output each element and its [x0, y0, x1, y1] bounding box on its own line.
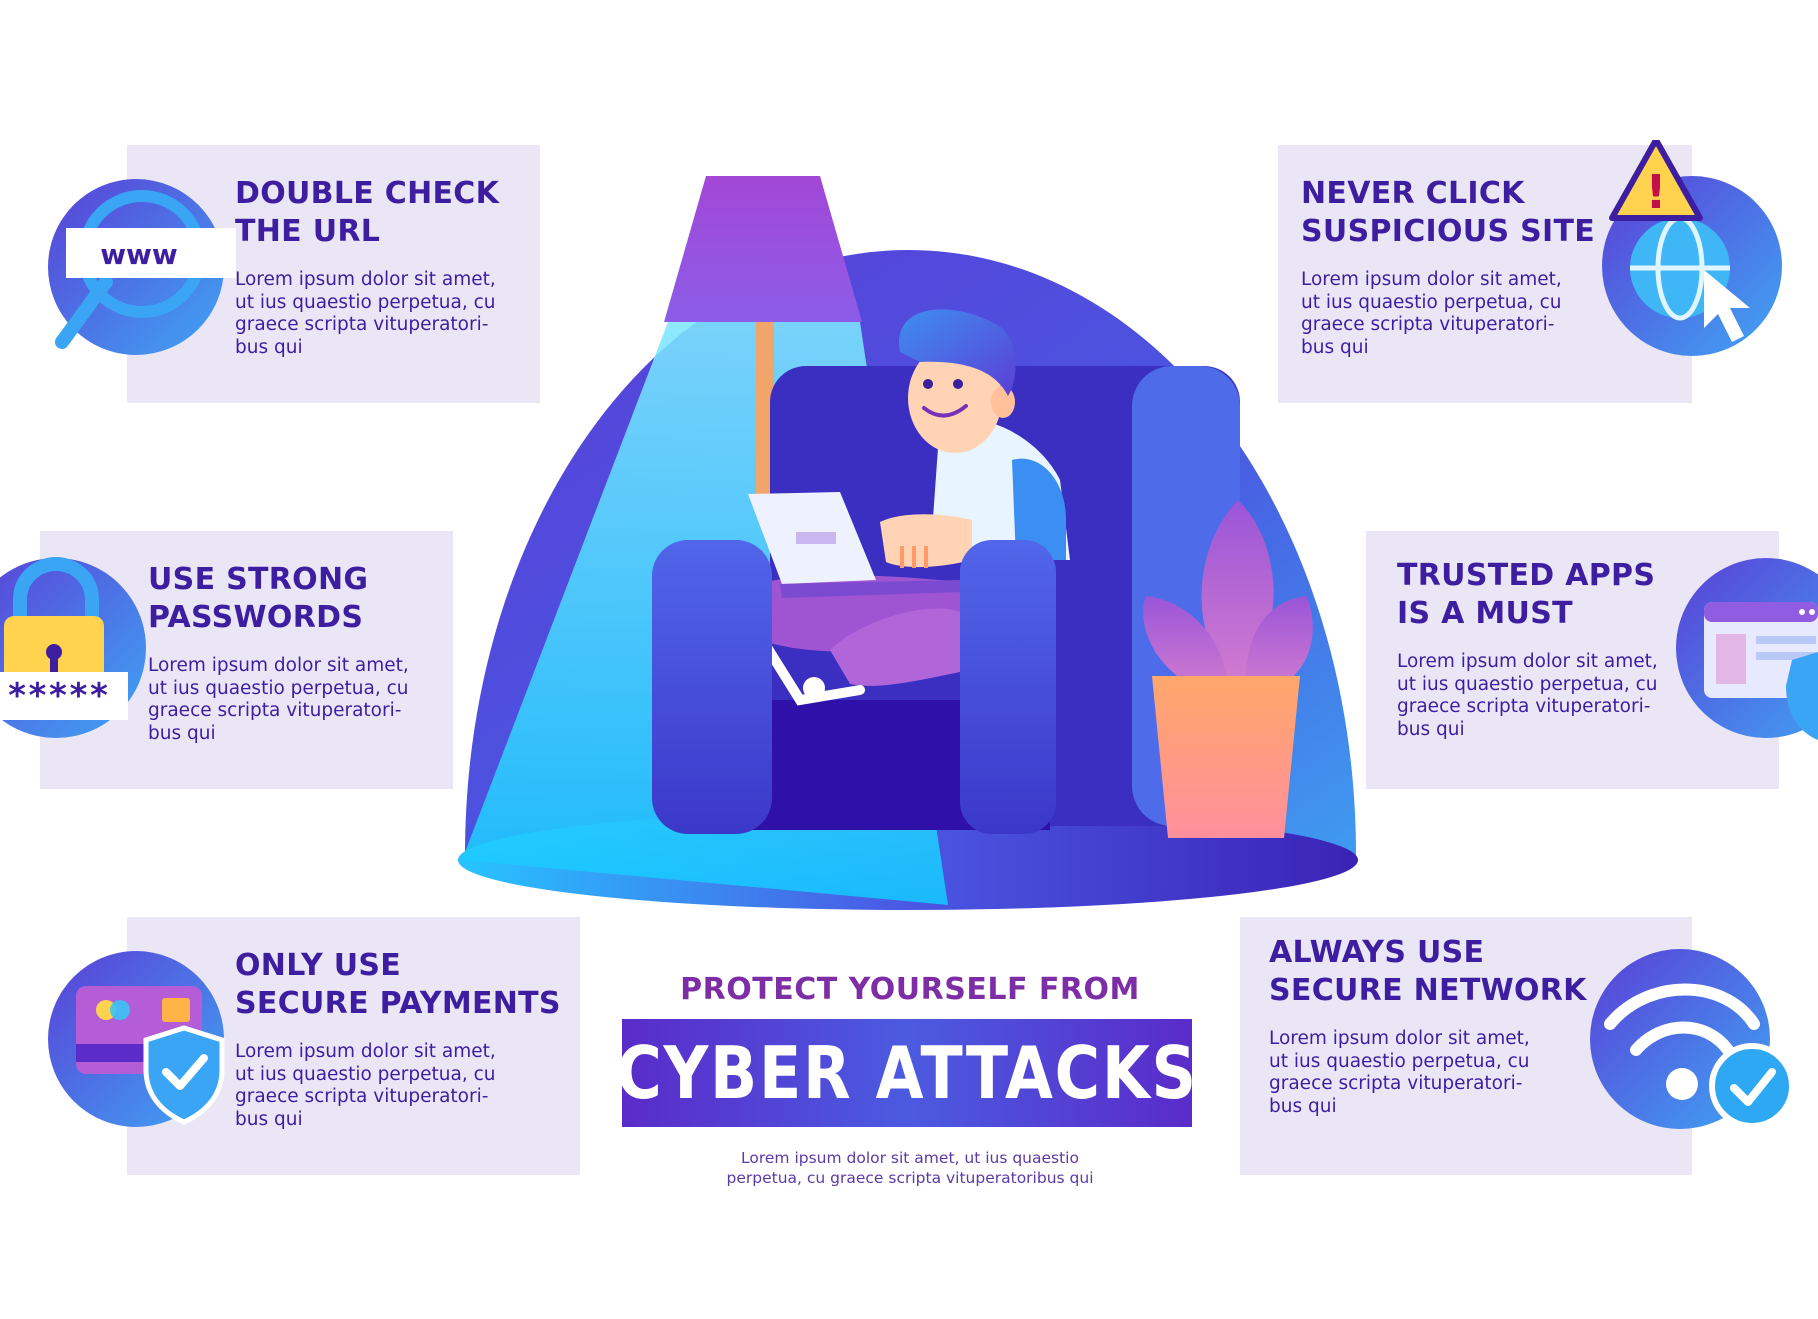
card-title-trusted-apps: TRUSTED APPS IS A MUST [1397, 558, 1656, 631]
headline-banner: CYBER ATTACKS [616, 1019, 1196, 1127]
card-title-secure-payments: ONLY USE SECURE PAYMENTS [235, 948, 561, 1021]
card-body-trusted-apps: Lorem ipsum dolor sit amet, ut ius quaes… [1397, 651, 1658, 740]
card-title-secure-network: ALWAYS USE SECURE NETWORK [1269, 935, 1587, 1008]
headline-protect-yourself: PROTECT YOURSELF FROM [680, 972, 1140, 1007]
card-body-secure-payments: Lorem ipsum dolor sit amet, ut ius quaes… [235, 1041, 496, 1130]
card-body-never-click-suspicious: Lorem ipsum dolor sit amet, ut ius quaes… [1301, 269, 1562, 358]
card-title-strong-passwords: USE STRONG PASSWORDS [148, 562, 369, 635]
card-title-never-click-suspicious: NEVER CLICK SUSPICIOUS SITE [1301, 176, 1596, 249]
icon-www-text: www [100, 238, 178, 271]
padlock-password-icon: ***** [0, 556, 146, 738]
card-body-double-check-url: Lorem ipsum dolor sit amet, ut ius quaes… [235, 269, 496, 358]
headline-cyber-attacks: CYBER ATTACKS [616, 1031, 1198, 1115]
warning-exclamation-text: ! [1646, 165, 1667, 219]
card-body-strong-passwords: Lorem ipsum dolor sit amet, ut ius quaes… [148, 655, 409, 744]
card-body-secure-network: Lorem ipsum dolor sit amet, ut ius quaes… [1269, 1028, 1530, 1117]
card-title-double-check-url: DOUBLE CHECK THE URL [235, 176, 500, 249]
icon-password-mask-text: ***** [7, 676, 109, 716]
globe-cursor-warning-icon: ! [1602, 140, 1782, 356]
browser-shield-icon [1676, 558, 1818, 740]
headline-footer-text: Lorem ipsum dolor sit amet, ut ius quaes… [726, 1149, 1094, 1187]
wifi-check-icon [1590, 949, 1795, 1129]
magnifier-www-icon: www [48, 179, 236, 355]
credit-card-shield-icon [48, 951, 225, 1127]
